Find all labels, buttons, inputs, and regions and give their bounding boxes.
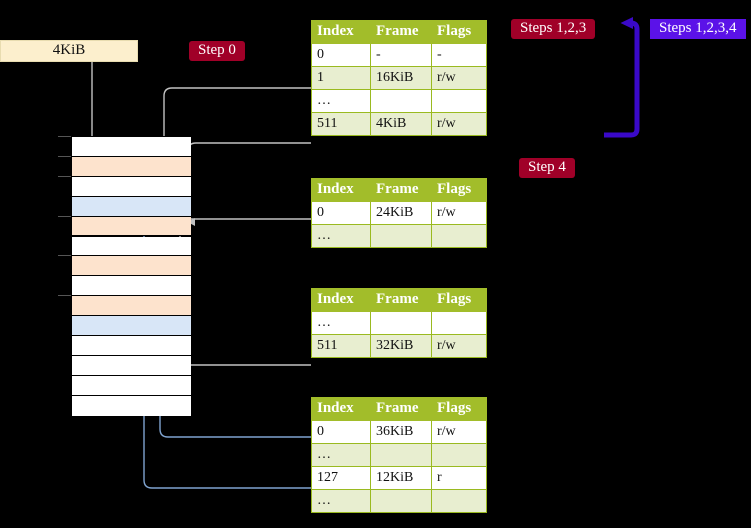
cell-frame bbox=[370, 89, 432, 113]
memory-frame-row bbox=[72, 316, 191, 336]
cell-flags: r/w bbox=[431, 420, 487, 444]
memory-tick bbox=[58, 255, 71, 257]
cell-frame: 24KiB bbox=[370, 201, 432, 225]
table-row: … bbox=[311, 89, 487, 113]
memory-frame-row bbox=[72, 236, 191, 257]
cell-frame: 36KiB bbox=[370, 420, 432, 444]
cell-frame: - bbox=[370, 43, 432, 67]
memory-tick bbox=[58, 136, 71, 137]
memory-tick bbox=[58, 175, 71, 177]
cell-frame: 12KiB bbox=[370, 466, 432, 490]
cell-flags: r/w bbox=[431, 334, 487, 358]
memory-tick bbox=[58, 155, 71, 157]
cell-frame: 4KiB bbox=[370, 112, 432, 136]
table-row: … bbox=[311, 489, 487, 513]
cell-flags: r/w bbox=[431, 66, 487, 90]
memory-frame-row bbox=[72, 336, 191, 356]
column-header-flags: Flags bbox=[431, 178, 487, 202]
memory-tick bbox=[58, 215, 71, 217]
cell-index: 511 bbox=[311, 334, 371, 358]
cell-flags: r/w bbox=[431, 201, 487, 225]
cell-index: … bbox=[311, 311, 371, 335]
cell-frame bbox=[370, 224, 432, 248]
column-header-frame: Frame bbox=[370, 397, 432, 421]
cell-index: … bbox=[311, 443, 371, 467]
memory-frame-row bbox=[72, 216, 191, 237]
cell-flags: - bbox=[431, 43, 487, 67]
memory-frame-row bbox=[72, 276, 191, 297]
cell-index: 127 bbox=[311, 466, 371, 490]
memory-frame-row bbox=[72, 196, 191, 217]
step-4-badge: Step 4 bbox=[519, 158, 575, 178]
size-label-4kib: 4KiB bbox=[0, 40, 138, 62]
cell-index: … bbox=[311, 489, 371, 513]
column-header-index: Index bbox=[311, 20, 371, 44]
table-row: … bbox=[311, 224, 487, 248]
cell-index: … bbox=[311, 224, 371, 248]
memory-frame-row bbox=[72, 296, 191, 317]
cell-index: … bbox=[311, 89, 371, 113]
steps-123-badge: Steps 1,2,3 bbox=[511, 19, 596, 39]
cell-frame bbox=[370, 443, 432, 467]
column-header-flags: Flags bbox=[431, 20, 487, 44]
cell-frame bbox=[370, 489, 432, 513]
steps-1234-badge: Steps 1,2,3,4 bbox=[650, 19, 746, 39]
column-header-index: Index bbox=[311, 397, 371, 421]
memory-frame-row bbox=[72, 395, 191, 416]
cell-flags bbox=[431, 224, 487, 248]
column-header-flags: Flags bbox=[431, 397, 487, 421]
column-header-index: Index bbox=[311, 178, 371, 202]
cell-frame bbox=[370, 311, 432, 335]
memory-frame-row bbox=[72, 156, 191, 177]
column-header-index: Index bbox=[311, 288, 371, 312]
memory-frame-row bbox=[72, 256, 191, 277]
cell-flags bbox=[431, 89, 487, 113]
cell-flags bbox=[431, 311, 487, 335]
cell-index: 0 bbox=[311, 43, 371, 67]
physical-memory-column bbox=[71, 136, 191, 416]
table-row: 0-- bbox=[311, 43, 487, 67]
memory-frame-row bbox=[72, 355, 191, 376]
cell-index: 1 bbox=[311, 66, 371, 90]
cell-index: 0 bbox=[311, 420, 371, 444]
column-header-flags: Flags bbox=[431, 288, 487, 312]
column-header-frame: Frame bbox=[370, 288, 432, 312]
cell-flags: r bbox=[431, 466, 487, 490]
column-header-frame: Frame bbox=[370, 20, 432, 44]
cell-flags bbox=[431, 443, 487, 467]
cell-flags: r/w bbox=[431, 112, 487, 136]
table-row: … bbox=[311, 311, 487, 335]
memory-frame-row bbox=[72, 176, 191, 197]
cell-frame: 16KiB bbox=[370, 66, 432, 90]
step-0-badge: Step 0 bbox=[189, 41, 245, 61]
cell-index: 511 bbox=[311, 112, 371, 136]
cell-flags bbox=[431, 489, 487, 513]
table-row: … bbox=[311, 443, 487, 467]
memory-frame-row bbox=[72, 137, 191, 157]
cell-index: 0 bbox=[311, 201, 371, 225]
cell-frame: 32KiB bbox=[370, 334, 432, 358]
memory-tick bbox=[58, 295, 71, 297]
column-header-frame: Frame bbox=[370, 178, 432, 202]
memory-frame-row bbox=[72, 375, 191, 396]
